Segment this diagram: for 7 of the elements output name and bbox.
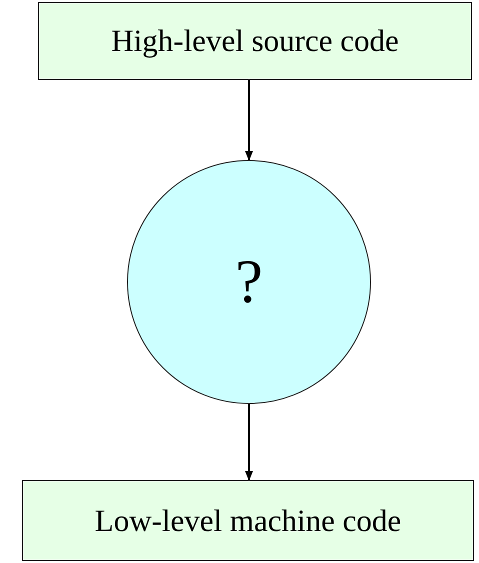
box-label: Low-level machine code xyxy=(94,502,402,538)
question-mark: ? xyxy=(235,246,263,318)
arrow xyxy=(245,80,253,161)
box-label: High-level source code xyxy=(111,23,399,59)
process-box xyxy=(22,480,474,561)
arrow xyxy=(245,404,253,481)
process-box xyxy=(38,2,472,80)
